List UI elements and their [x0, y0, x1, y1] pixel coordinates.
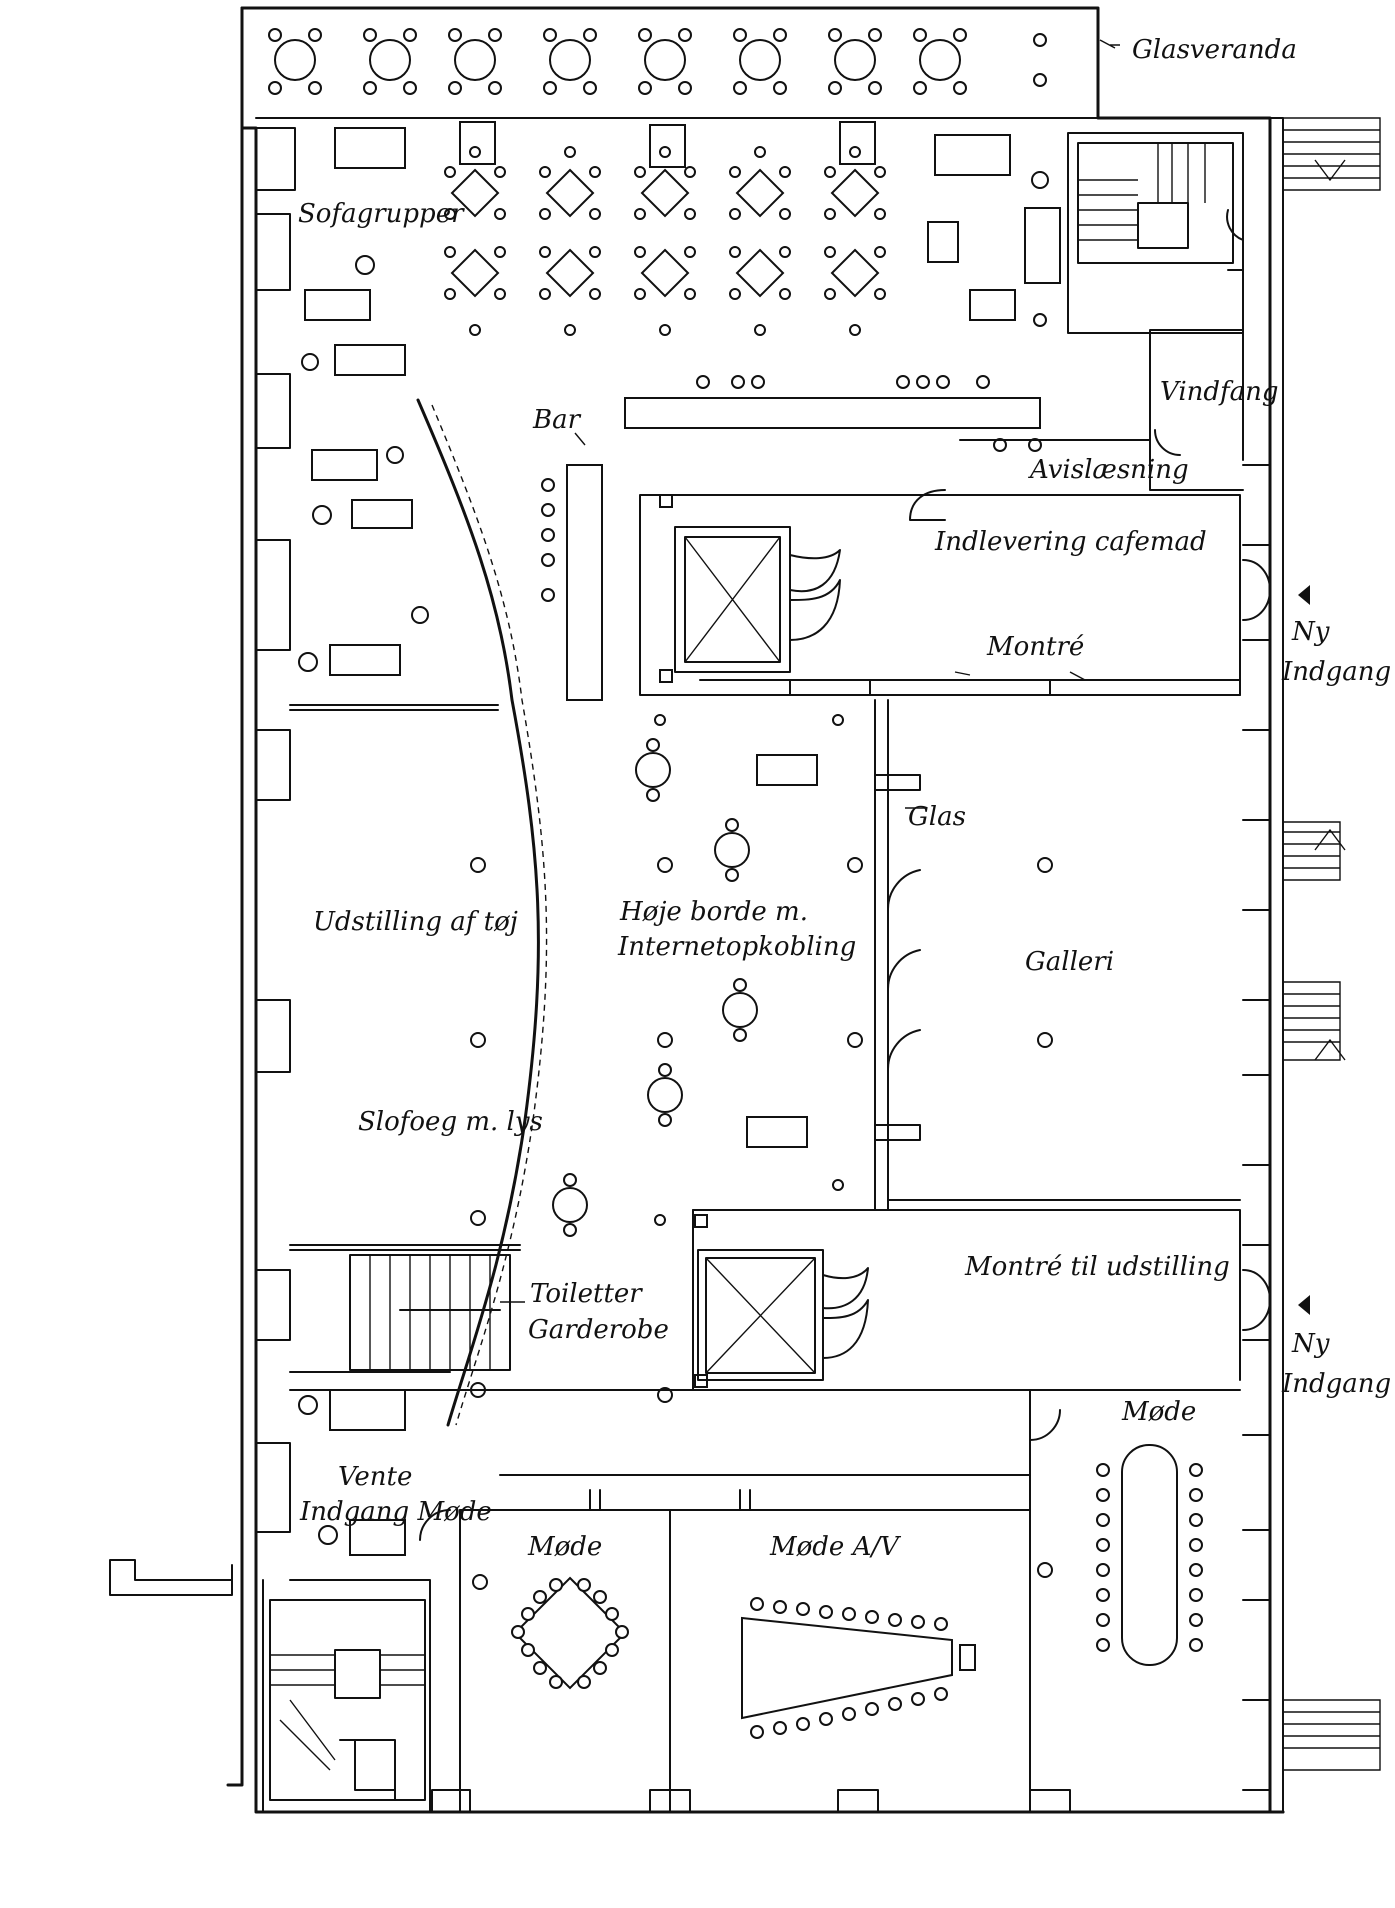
- label-hoje-borde-b: Internetopkobling: [617, 932, 856, 962]
- label-sofagrupper: Sofagrupper: [298, 199, 465, 229]
- label-glasveranda: Glasveranda: [1132, 35, 1297, 65]
- label-hoje-borde-a: Høje borde m.: [619, 897, 808, 927]
- lower-kitchen-block: [697, 1249, 869, 1381]
- columns: [470, 857, 1053, 1403]
- glasveranda-tables: [268, 28, 1047, 95]
- label-udstilling: Udstilling af tøj: [313, 907, 518, 937]
- sofa-groups-left: [298, 353, 429, 676]
- bottom-walls: [262, 1389, 1061, 1813]
- label-toiletter: Toiletter: [530, 1279, 643, 1309]
- label-avislaesning: Avislæsning: [1028, 455, 1189, 485]
- high-tables: [552, 714, 844, 1237]
- label-ny-indgang-1-b: Indgang: [1281, 657, 1391, 687]
- meeting-table-av: [741, 1562, 1053, 1739]
- label-mode-av: Møde A/V: [769, 1532, 901, 1562]
- label-ny-indgang-2-a: Ny: [1291, 1329, 1330, 1359]
- left-partitions: [289, 704, 521, 1373]
- label-ny-indgang-2-b: Indgang: [1281, 1369, 1391, 1399]
- label-indlevering: Indlevering cafemad: [934, 527, 1207, 557]
- label-slofoeg: Slofoeg m. lys: [358, 1107, 543, 1137]
- right-entrances: [959, 159, 1346, 1331]
- label-mode-left: Møde: [527, 1532, 602, 1562]
- label-montre-udstilling: Montré til udstilling: [964, 1252, 1230, 1282]
- center-kitchen-block: [639, 489, 1241, 696]
- label-vindfang: Vindfang: [1160, 377, 1279, 407]
- label-vente-b: Indgang Møde: [299, 1497, 492, 1527]
- right-stairs: [1282, 117, 1381, 1771]
- stairwell-top-right: [1067, 132, 1244, 334]
- meeting-table-right: [1096, 1444, 1203, 1666]
- meeting-table-left: [472, 1574, 629, 1690]
- middle-walls: [692, 699, 1241, 1391]
- bar-counter: [541, 375, 1042, 701]
- label-ny-indgang-1-a: Ny: [1291, 617, 1330, 647]
- diamond-tables: [444, 146, 886, 336]
- label-mode-right: Møde: [1121, 1397, 1196, 1427]
- label-montre: Montré: [986, 632, 1084, 662]
- label-glas: Glas: [908, 802, 966, 832]
- label-garderobe: Garderobe: [528, 1315, 669, 1345]
- labels: Glasveranda Sofagrupper Bar Vindfang Avi…: [298, 35, 1391, 1562]
- label-galleri: Galleri: [1025, 947, 1114, 977]
- sofa-groups-top: [304, 121, 1061, 376]
- vente-furniture: [298, 1389, 406, 1556]
- leader-lines: [500, 39, 1120, 1303]
- outer-walls: [109, 6, 1285, 1814]
- label-vente-a: Vente: [338, 1462, 412, 1492]
- label-bar: Bar: [532, 405, 582, 435]
- toilet-stairs: [349, 1254, 511, 1371]
- stairwell-bottom-left: [269, 1599, 426, 1801]
